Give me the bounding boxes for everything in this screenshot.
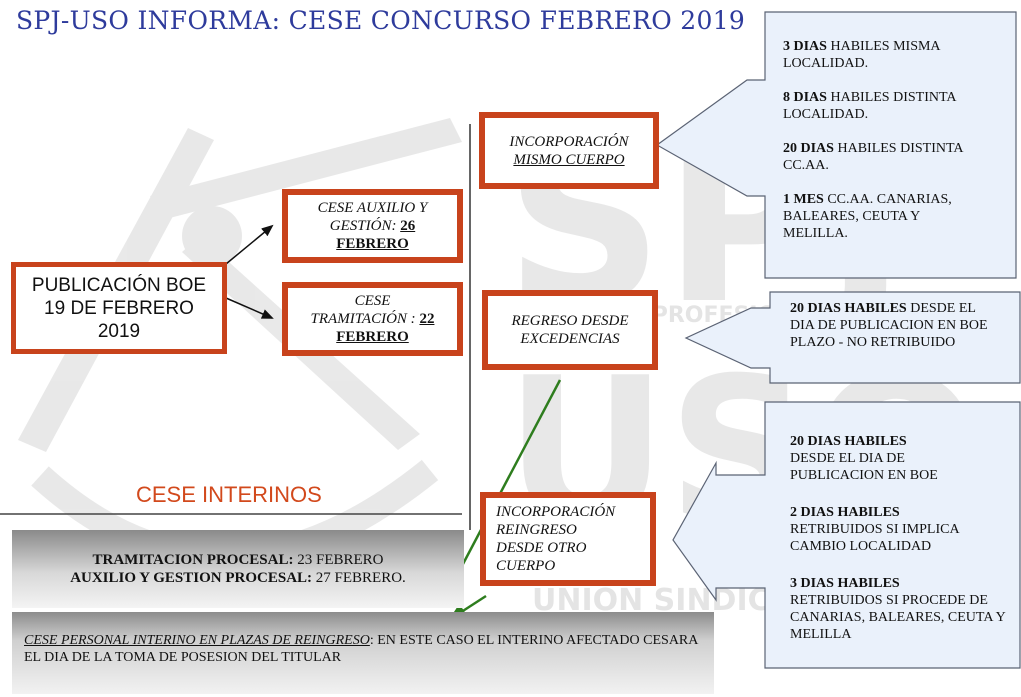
cese-tramitacion-box: CESE TRAMITACIÓN : 22 FEBRERO xyxy=(282,282,463,356)
cese-interinos-heading: CESE INTERINOS xyxy=(136,482,322,507)
cese-tramitacion-date: 22 xyxy=(419,311,435,327)
cese-tramitacion-text: TRAMITACIÓN : 22 xyxy=(310,311,435,327)
regreso-line2: EXCEDENCIAS xyxy=(520,331,620,347)
plazo-regreso-note: PLAZO - NO RETRIBUIDO xyxy=(790,335,956,350)
incorporacion-mismo-box: INCORPORACIÓN MISMO CUERPO xyxy=(479,112,659,189)
boe-line2: 19 DE FEBRERO xyxy=(44,297,194,319)
plazos-regreso: 20 DIAS HABILES DESDE EL DIA DE PUBLICAC… xyxy=(790,300,995,351)
incorporacion-mismo-line2: MISMO CUERPO xyxy=(513,151,625,168)
boe-publication-box: PUBLICACIÓN BOE 19 DE FEBRERO 2019 xyxy=(11,262,227,354)
cese-tramitacion-month: FEBRERO xyxy=(336,329,409,345)
interinos-dates-panel: TRAMITACION PROCESAL: 23 FEBRERO AUXILIO… xyxy=(12,530,464,608)
incorporacion-reingreso-box: INCORPORACIÓN REINGRESO DESDE OTRO CUERP… xyxy=(480,492,656,586)
boe-line1: PUBLICACIÓN BOE xyxy=(31,274,207,296)
callout-arrow-mismo xyxy=(655,11,1017,279)
regreso-excedencias-box: REGRESO DESDE EXCEDENCIAS xyxy=(482,290,658,370)
arrow-boe-to-tramitacion xyxy=(225,297,274,319)
callout-arrow-regreso xyxy=(684,291,1021,384)
cese-tramitacion-line1: CESE xyxy=(354,293,391,309)
page-title: SPJ-USO INFORMA: CESE CONCURSO FEBRERO 2… xyxy=(16,6,746,35)
interinos-auxilio: AUXILIO Y GESTION PROCESAL: 27 FEBRERO. xyxy=(70,570,406,586)
plazo-item: 3 DIAS HABILES MISMA LOCALIDAD. xyxy=(783,39,940,71)
plazo-item: 8 DIAS HABILES DISTINTA LOCALIDAD. xyxy=(783,90,956,122)
arrow-boe-to-auxilio xyxy=(225,224,274,265)
regreso-line1: REGRESO DESDE xyxy=(511,313,629,329)
boe-line3: 2019 xyxy=(97,320,141,342)
reingreso-line1: INCORPORACIÓN xyxy=(496,504,616,520)
interinos-reingreso-label: CESE PERSONAL INTERINO EN PLAZAS DE REIN… xyxy=(24,633,370,648)
callout-arrow-reingreso xyxy=(672,401,1021,669)
interinos-tramitacion: TRAMITACION PROCESAL: 23 FEBRERO xyxy=(92,552,384,568)
cese-auxilio-text: CESE AUXILIO Y GESTIÓN: 26 FEBRERO xyxy=(317,200,428,252)
interinos-reingreso-text: : EN ESTE CASO EL INTERINO AFECTADO CESA… xyxy=(24,633,698,665)
reingreso-line4: CUERPO xyxy=(496,558,556,574)
cese-auxilio-date: 26 xyxy=(400,218,416,234)
cese-auxilio-month: FEBRERO xyxy=(336,236,409,252)
interinos-reingreso-panel: CESE PERSONAL INTERINO EN PLAZAS DE REIN… xyxy=(12,612,714,694)
plazo-regreso-main: 20 DIAS HABILES DESDE EL DIA DE PUBLICAC… xyxy=(790,301,988,333)
incorporacion-mismo-line1: INCORPORACIÓN xyxy=(509,133,629,150)
reingreso-line3: DESDE OTRO xyxy=(496,540,587,556)
reingreso-line2: REINGRESO xyxy=(496,522,577,538)
plazo-item: 20 DIAS HABILES DISTINTA CC.AA. xyxy=(783,141,963,173)
plazos-mismo-cuerpo: 3 DIAS HABILES MISMA LOCALIDAD. 8 DIAS H… xyxy=(783,38,1003,259)
cese-auxilio-box: CESE AUXILIO Y GESTIÓN: 26 FEBRERO xyxy=(282,189,463,263)
plazo-item: 1 MES CC.AA. CANARIAS, BALEARES, CEUTA Y… xyxy=(783,192,952,241)
